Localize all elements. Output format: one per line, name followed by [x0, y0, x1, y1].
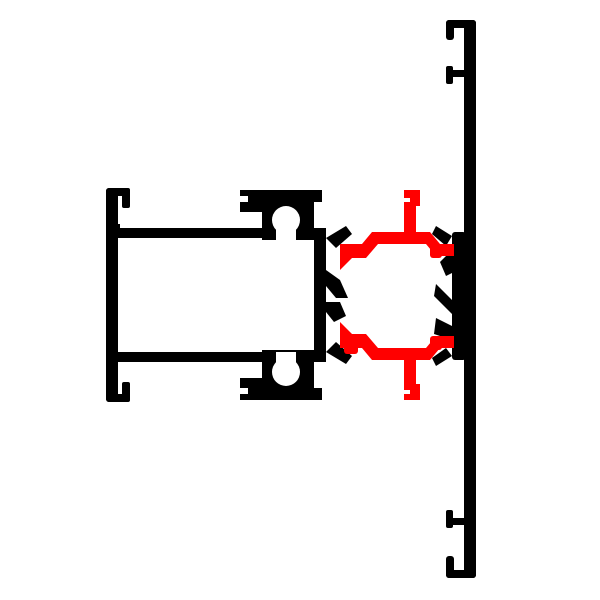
right-frame-profile — [432, 20, 476, 578]
frame-bottom-spur — [450, 518, 468, 525]
frame-claw-lower-outer — [432, 348, 452, 366]
insert-right-upper-tab — [430, 244, 442, 258]
top-web-notch-left — [116, 224, 120, 238]
thermal-break-insert — [340, 190, 454, 400]
left-claw-upper-inner — [326, 270, 348, 298]
frame-top-spur-head — [446, 66, 453, 84]
frame-bottom-lip-hook — [446, 556, 454, 578]
frame-top-lip-hook — [446, 20, 454, 40]
frame-main-plate — [464, 20, 476, 578]
left-claw-lower-outer — [326, 342, 352, 364]
insert-bottom-stem — [404, 356, 420, 400]
frame-claw-middle — [434, 284, 452, 314]
frame-claw-upper-outer — [432, 226, 452, 246]
frame-bottom-spur-head — [446, 510, 453, 528]
lower-screw-port-opening — [276, 352, 296, 366]
top-web — [116, 228, 268, 238]
frame-inner-wall — [452, 232, 466, 360]
frame-top-spur — [450, 70, 468, 77]
left-bottom-flange-hook — [122, 382, 130, 402]
left-claw-upper-outer — [326, 226, 352, 248]
insert-left-lower-tab — [344, 336, 358, 354]
frame-claw-lower-inner — [434, 318, 452, 340]
frame-claw-upper-inner — [440, 250, 458, 276]
upper-screw-port-opening — [276, 226, 296, 240]
bottom-web — [116, 352, 268, 362]
left-claw-lower-inner — [326, 302, 346, 322]
insert-right-lower-tab — [430, 336, 442, 350]
left-outer-wall — [106, 188, 118, 402]
insert-lower-bar — [340, 322, 454, 360]
left-hollow-profile — [106, 188, 352, 402]
insert-upper-bar — [340, 232, 454, 270]
left-profile-inner-wall — [314, 228, 326, 362]
insert-top-stem — [404, 190, 420, 236]
left-top-flange-hook — [122, 188, 130, 208]
